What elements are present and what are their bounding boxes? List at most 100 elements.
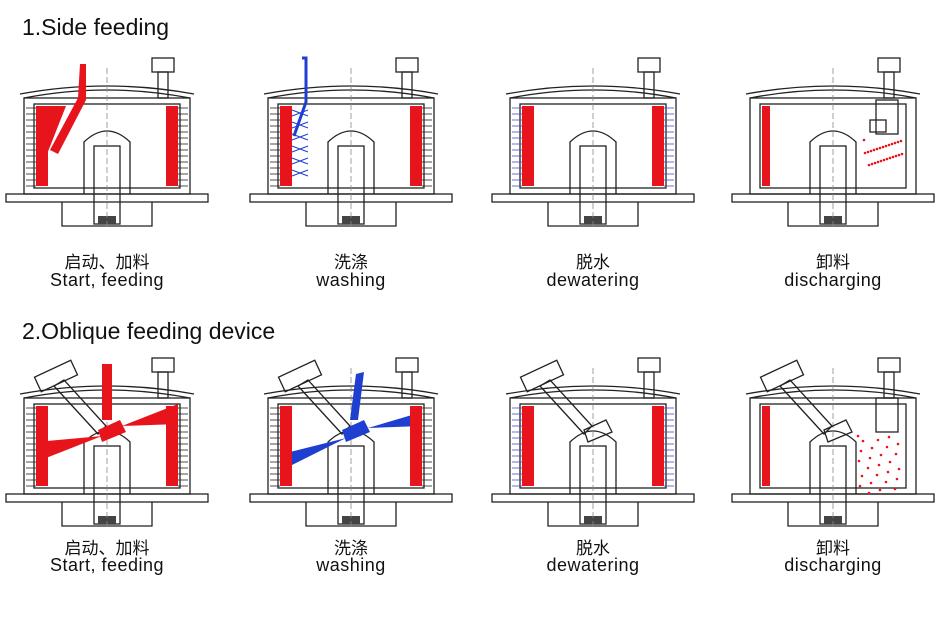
feed-nozzle (583, 419, 613, 443)
cake-right (410, 106, 422, 186)
feed-pipe (102, 364, 112, 420)
discharged-solid (895, 477, 899, 481)
stage-label-zh: 洗涤 (334, 253, 368, 273)
side-feeding-stage-start: 启动、加料 Start, feeding (2, 48, 212, 290)
wash-spray (291, 145, 309, 153)
wash-spray-right (368, 412, 422, 428)
wash-pipe (350, 372, 364, 420)
section-title-oblique-feeding: 2.Oblique feeding device (22, 318, 276, 344)
stage-label-en: Start, feeding (49, 555, 165, 575)
motor-block (584, 516, 602, 524)
side-feeding-stage-dewatering: 脱水 dewatering (488, 48, 698, 290)
motor-block (824, 216, 842, 224)
discharged-solid (856, 434, 860, 438)
discharged-solid (887, 143, 891, 147)
discharged-solid (888, 156, 892, 160)
discharged-solid (868, 456, 872, 460)
wash-spray (291, 169, 309, 177)
stage-label-zh: 脱水 (576, 539, 610, 559)
wash-spray-left (282, 438, 346, 468)
oblique-tube (52, 379, 107, 435)
feed-nozzle (823, 419, 853, 443)
discharged-solid (897, 467, 901, 471)
cake-right (652, 106, 664, 186)
valve-stem (401, 371, 413, 399)
discharged-solid (900, 152, 904, 156)
discharged-solid (878, 488, 882, 492)
stage-label-en: dewatering (546, 270, 640, 290)
cake-right (410, 406, 422, 486)
discharged-solid (866, 150, 870, 154)
side-feeding-stage-washing: 洗涤 washing (246, 48, 456, 290)
cake-right (166, 406, 178, 486)
discharged-solid (875, 473, 879, 477)
discharged-solid (894, 452, 898, 456)
discharged-solid (867, 163, 871, 167)
discharged-solid (878, 146, 882, 150)
stage-label-en: Start, feeding (49, 270, 165, 290)
centrifuge-diagram (5, 357, 209, 530)
cake-left (762, 406, 770, 486)
discharged-solid (876, 438, 880, 442)
feed-spray-right (122, 404, 178, 426)
cake-left (280, 406, 292, 486)
discharged-solid (877, 463, 881, 467)
motor-block (342, 516, 360, 524)
stage-label-en: discharging (784, 270, 882, 290)
discharged-solid (872, 148, 876, 152)
oblique-tube (296, 379, 351, 435)
feed-nozzle (98, 420, 126, 442)
discharged-solid (885, 157, 889, 161)
discharged-solid (897, 153, 901, 157)
stage-label-zh: 洗涤 (334, 539, 368, 559)
valve-actuator (395, 57, 419, 73)
discharged-solid (893, 487, 897, 491)
wash-spray (291, 109, 309, 117)
valve-actuator (395, 357, 419, 373)
discharged-solid (899, 139, 903, 143)
wash-pipe (292, 56, 308, 137)
oblique-feeding-stage-washing: 洗涤 washing (246, 350, 456, 590)
cake-left (36, 406, 48, 486)
cake-right (652, 406, 664, 486)
wash-spray (291, 121, 309, 129)
motor-block (98, 216, 116, 224)
section-title-side-feeding: 1.Side feeding (22, 14, 170, 40)
side-feeding-stage-discharging: 卸料 discharging (728, 48, 938, 290)
wash-spray (291, 133, 309, 141)
valve-stem (401, 71, 413, 99)
centrifuge-diagram (731, 357, 935, 530)
stage-label-zh: 启动、加料 (64, 253, 150, 273)
discharged-solid (891, 155, 895, 159)
valve-actuator (877, 57, 901, 73)
discharged-solid (873, 161, 877, 165)
valve-actuator (637, 357, 661, 373)
centrifuge-diagram (491, 357, 695, 530)
discharged-solid (896, 140, 900, 144)
discharged-solid (870, 162, 874, 166)
discharged-solid (894, 154, 898, 158)
motor-block (98, 516, 116, 524)
discharged-solid (857, 459, 861, 463)
discharged-solid (875, 147, 879, 151)
discharged-solid (863, 151, 867, 155)
valve-actuator (877, 357, 901, 373)
stage-label-en: washing (316, 270, 386, 290)
valve-stem (157, 71, 169, 99)
discharged-solid (886, 470, 890, 474)
motor-block (824, 516, 842, 524)
discharged-solid (879, 159, 883, 163)
discharged-solid (881, 145, 885, 149)
discharged-solid (861, 439, 865, 443)
valve-stem (157, 371, 169, 399)
feed-spray-left (36, 436, 102, 458)
discharged-solid (884, 480, 888, 484)
valve-actuator (151, 357, 175, 373)
stage-label-zh: 卸料 (816, 539, 850, 559)
stage-label-en: discharging (784, 555, 882, 575)
cake-left (280, 106, 292, 186)
discharged-solid (859, 449, 863, 453)
oblique-feeding-stage-dewatering: 脱水 dewatering (488, 350, 698, 590)
discharged-solid (870, 446, 874, 450)
discharged-solid (893, 141, 897, 145)
